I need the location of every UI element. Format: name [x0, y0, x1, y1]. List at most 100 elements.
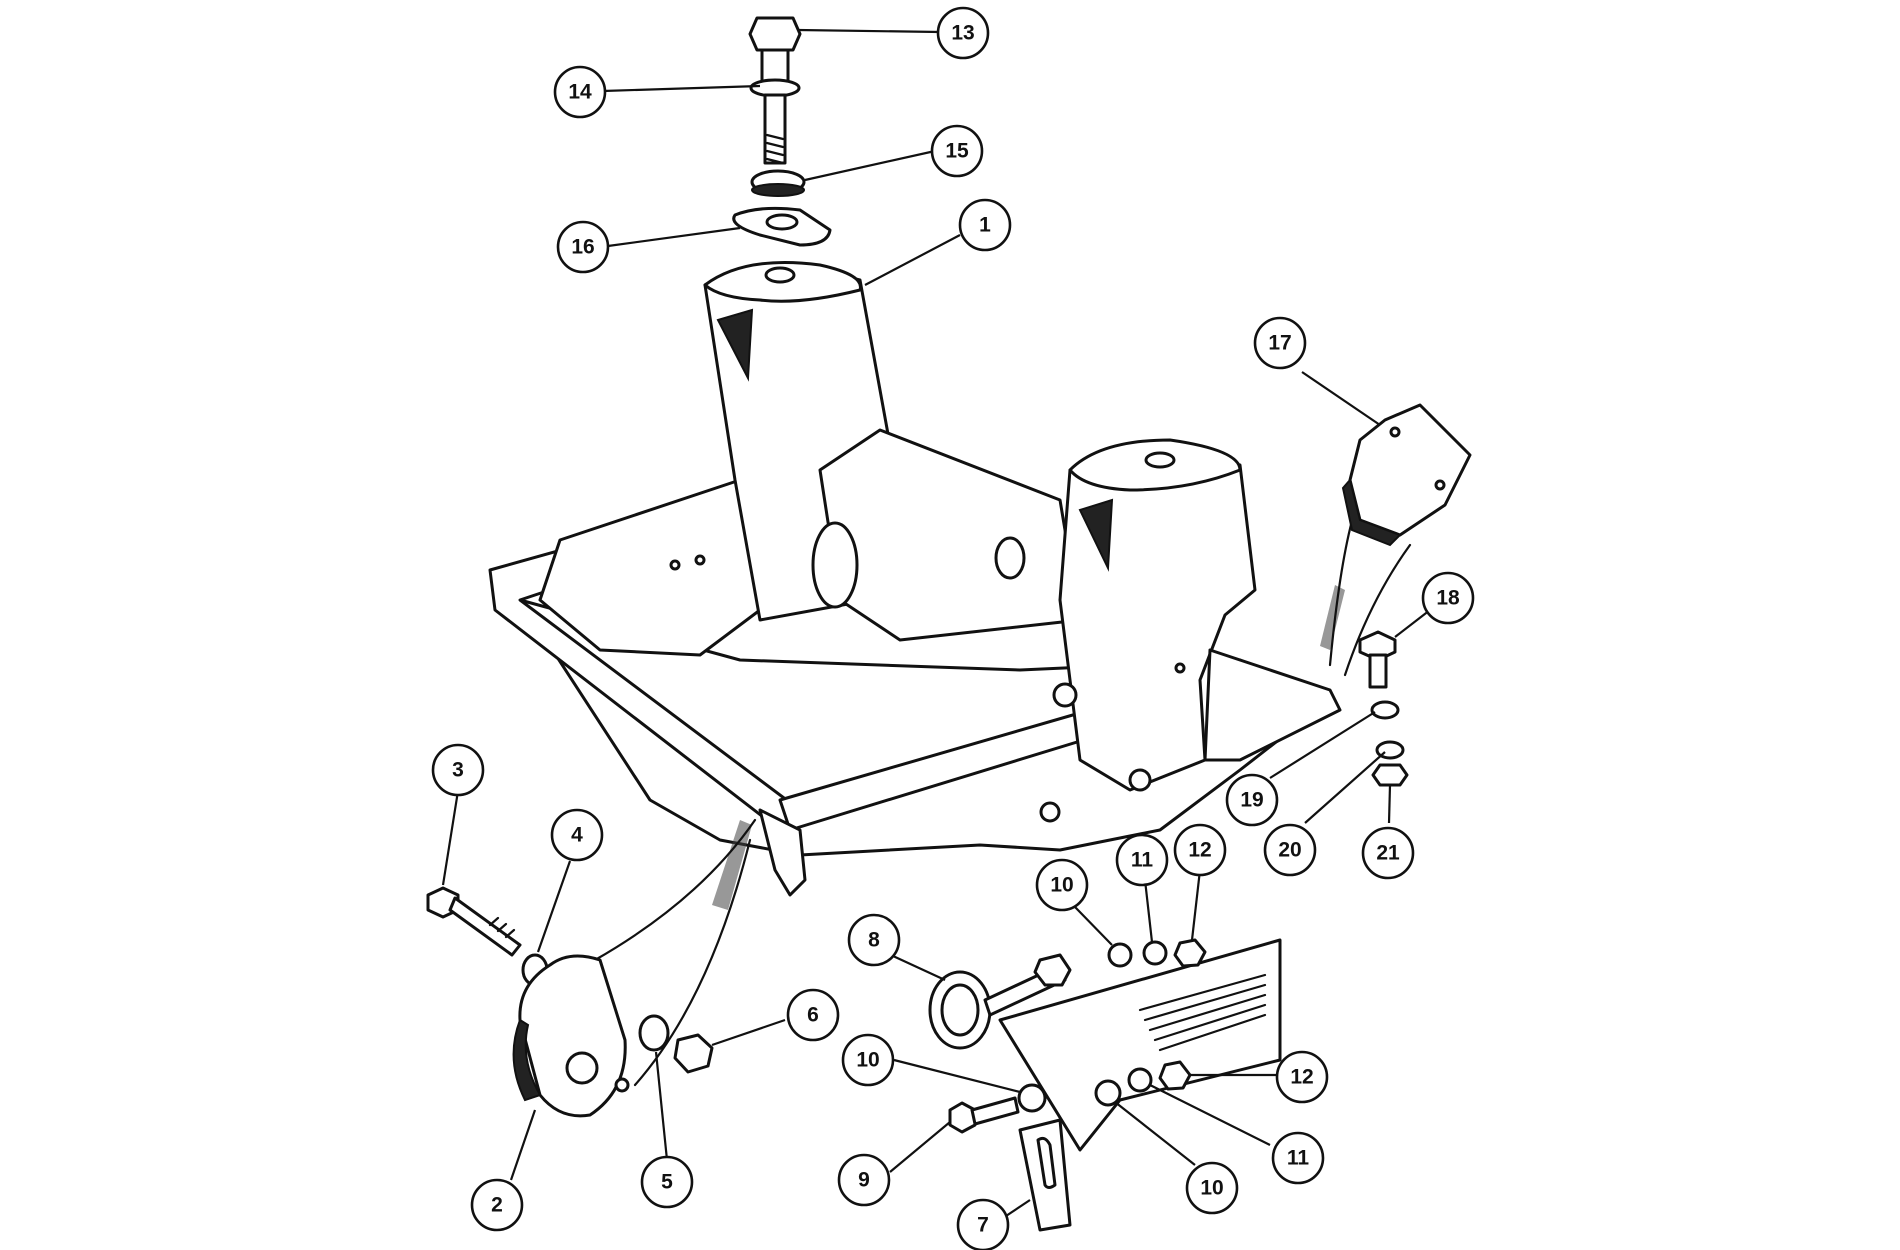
svg-text:11: 11 [1287, 1147, 1310, 1170]
washer-10-lower [1094, 1079, 1122, 1107]
subframe-bolt-hole-e [694, 554, 706, 566]
subframe-floor-pan [518, 598, 1332, 857]
callout-15: 15 [930, 124, 984, 178]
callout-2: 2 [470, 1178, 524, 1232]
leader-21 [1387, 784, 1392, 824]
subframe-left-tower-hole [716, 308, 754, 382]
callout-10-mid: 10 [841, 1033, 895, 1087]
svg-text:13: 13 [951, 22, 974, 45]
subframe-bolt-hole-d [669, 559, 681, 571]
bolt-9-shank [970, 1096, 1020, 1126]
callout-12-lower: 12 [1275, 1050, 1329, 1104]
left-tower-mount-hole [764, 266, 796, 284]
cover-plate-17 [1341, 403, 1472, 547]
tow-eye-nut [1033, 953, 1072, 987]
leader-3 [441, 790, 460, 886]
mount-arc-left [593, 818, 757, 962]
subframe-front-leg [758, 808, 807, 897]
svg-text:10: 10 [1200, 1177, 1223, 1200]
subframe-right-tower-hole [1078, 498, 1114, 572]
leader-10-top [1074, 906, 1113, 946]
washer-10-lower-left [1017, 1083, 1047, 1113]
nut-12-lower [1158, 1060, 1192, 1091]
bolt-3-thread [488, 916, 516, 939]
leader-1 [864, 234, 961, 286]
callout-6: 6 [786, 988, 840, 1042]
mount-bracket-2-hole [565, 1051, 599, 1085]
leader-6 [711, 1018, 786, 1047]
bracket-7-slot [1036, 1136, 1057, 1189]
chassis-rail-ribs [1138, 973, 1267, 1052]
bolt-18-shank [1368, 653, 1388, 689]
chassis-rail [998, 938, 1282, 1152]
washer-10-upper [1107, 942, 1133, 968]
svg-text:12: 12 [1188, 839, 1211, 862]
leader-12-top [1190, 869, 1202, 941]
plate-16-hole [765, 213, 799, 231]
leader-10-mid [893, 1058, 1021, 1094]
subframe-center-web [818, 428, 1082, 642]
washer-5 [638, 1014, 670, 1052]
right-tower-mount-hole [1144, 451, 1176, 469]
shade-mark-left [712, 820, 752, 910]
bolt-3-shank [448, 896, 522, 957]
svg-text:10: 10 [1050, 874, 1073, 897]
callout-12-upper: 12 [1173, 823, 1227, 877]
leader-8 [892, 955, 946, 981]
top-mount-bolt-stack [732, 16, 832, 247]
tow-eye-ring-8-inner [940, 983, 980, 1037]
leader-2 [509, 1109, 537, 1181]
washer-11-lower [1127, 1067, 1153, 1093]
callout-11-upper: 11 [1115, 833, 1169, 887]
svg-text:15: 15 [945, 140, 969, 163]
callout-3: 3 [431, 743, 485, 797]
svg-text:8: 8 [868, 929, 880, 952]
leader-11-lower [1149, 1084, 1271, 1146]
leader-17 [1301, 371, 1381, 426]
mount-bracket-2 [518, 954, 627, 1118]
leader-15 [804, 149, 936, 182]
callout-4: 4 [550, 808, 604, 862]
leader-10-lower [1114, 1101, 1196, 1166]
nut-21 [1371, 763, 1409, 787]
mount-arc-right-b [1343, 543, 1412, 677]
subframe-bolt-hole-b [1128, 768, 1152, 792]
svg-text:14: 14 [568, 81, 592, 104]
callout-16: 16 [556, 220, 610, 274]
subframe-left-gusset [538, 478, 762, 657]
svg-text:11: 11 [1131, 849, 1154, 872]
callout-10-lower: 10 [1185, 1161, 1239, 1215]
bolt-18-head [1358, 630, 1397, 662]
leader-16 [607, 226, 741, 248]
callout-17: 17 [1253, 316, 1307, 370]
subframe-bolt-hole-a [1052, 682, 1078, 708]
leader-20 [1304, 751, 1386, 824]
leader-lines [441, 28, 1431, 1221]
washer-19 [1370, 700, 1400, 720]
callout-9: 9 [837, 1153, 891, 1207]
subframe-bolt-hole-c [1039, 801, 1061, 823]
leader-4 [536, 860, 572, 953]
bolt-9-head [948, 1101, 977, 1134]
subframe-web-oval-hole [811, 521, 859, 609]
svg-text:17: 17 [1268, 332, 1291, 355]
leader-13 [797, 28, 941, 34]
svg-text:6: 6 [807, 1004, 819, 1027]
subframe-assembly [488, 261, 1342, 897]
leader-9 [889, 1121, 951, 1173]
left-mount-hardware [426, 886, 714, 1118]
svg-text:2: 2 [491, 1194, 503, 1217]
leader-11-top [1143, 879, 1154, 943]
svg-text:10: 10 [856, 1049, 879, 1072]
cover-plate-17-hole-a [1389, 426, 1401, 438]
callout-18: 18 [1421, 571, 1475, 625]
mount-bracket-2-pin [614, 1077, 630, 1093]
nut-6 [673, 1033, 714, 1074]
callout-21: 21 [1361, 826, 1415, 880]
cover-plate-17-hole-b [1434, 479, 1446, 491]
svg-text:7: 7 [977, 1214, 989, 1237]
callout-20: 20 [1263, 823, 1317, 877]
svg-text:12: 12 [1290, 1066, 1313, 1089]
svg-text:20: 20 [1278, 839, 1301, 862]
